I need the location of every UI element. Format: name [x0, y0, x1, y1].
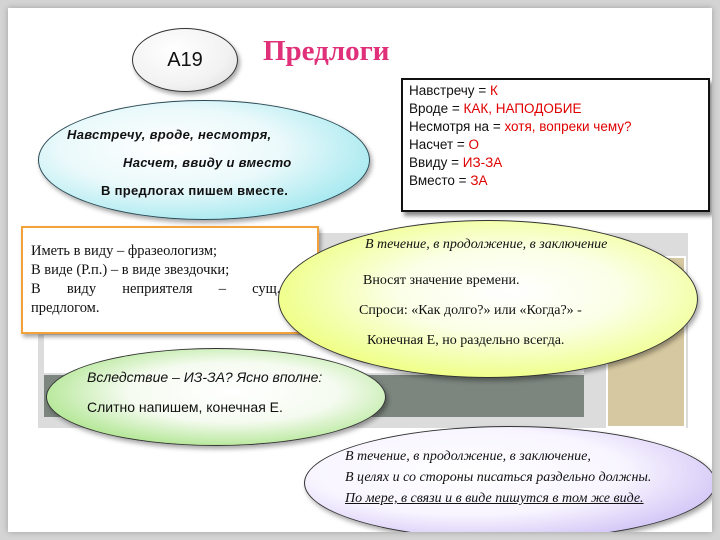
phrase-line-2: В виде (Р.п.) – в виде звездочки; [31, 262, 230, 278]
rule-row: Навстречу = К [409, 83, 498, 98]
phrase-line-3: В виду неприятеля – сущ. с [31, 281, 313, 297]
slide-title: Предлоги [263, 35, 390, 67]
green-line-1: Вследствие – ИЗ-ЗА? Ясно вполне: [87, 369, 323, 385]
yellow-line-4: Конечная Е, но раздельно всегда. [367, 333, 565, 348]
lavender-line-3: По мере, в связи и в виде пишутся в том … [345, 491, 644, 506]
rule-row: Насчет = О [409, 137, 480, 152]
badge-ellipse: А19 [132, 28, 238, 92]
rule-row: Несмотря на = хотя, вопреки чему? [409, 119, 632, 134]
yellow-line-2: Вносят значение времени. [363, 273, 520, 288]
cyan-line-1: Навстречу, вроде, несмотря, [67, 127, 272, 142]
badge-label: А19 [167, 48, 203, 71]
rule-row: Ввиду = ИЗ-ЗА [409, 155, 503, 170]
cyan-line-3: В предлогах пишем вместе. [101, 183, 289, 198]
slide: А19 Предлоги Навстречу, вроде, несмотря,… [8, 8, 712, 532]
green-line-2: Слитно напишем, конечная Е. [87, 399, 283, 415]
cyan-ellipse: Навстречу, вроде, несмотря, Насчет, ввид… [38, 100, 370, 220]
rule-row: Вместо = ЗА [409, 173, 488, 188]
rule-row: Вроде = КАК, НАПОДОБИЕ [409, 101, 582, 116]
lavender-ellipse: В течение, в продолжение, в заключение, … [304, 426, 712, 532]
lavender-line-2: В целях и со стороны писаться раздельно … [345, 470, 652, 485]
yellow-line-3: Спроси: «Как долго?» или «Когда?» - [359, 303, 582, 318]
yellow-ellipse: В течение, в продолжение, в заключение В… [278, 220, 698, 378]
cyan-line-2: Насчет, ввиду и вместо [123, 155, 292, 170]
green-ellipse: Вследствие – ИЗ-ЗА? Ясно вполне: Слитно … [46, 348, 386, 446]
phrase-line-1: Иметь в виду – фразеологизм; [31, 243, 218, 259]
lavender-line-1: В течение, в продолжение, в заключение, [345, 449, 591, 464]
yellow-line-1: В течение, в продолжение, в заключение [365, 237, 608, 252]
phrase-line-4: предлогом. [31, 300, 100, 316]
rules-box: Навстречу = К Вроде = КАК, НАПОДОБИЕ Нес… [401, 78, 710, 212]
phrase-box: Иметь в виду – фразеологизм; В виде (Р.п… [21, 226, 319, 334]
